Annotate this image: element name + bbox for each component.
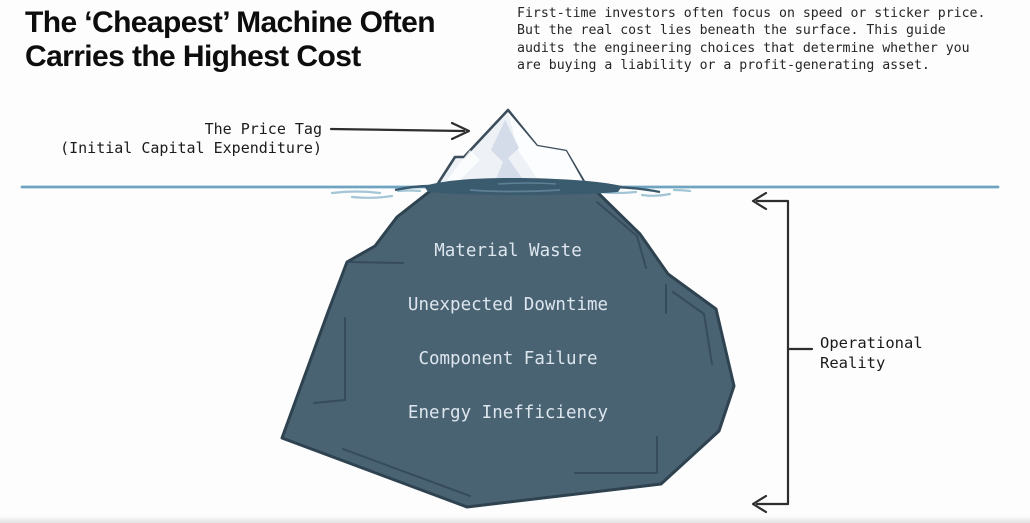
iceberg-tip-facets	[444, 112, 584, 184]
intro-paragraph: First-time investors often focus on spee…	[517, 5, 1017, 74]
operational-reality-line1: Operational	[820, 334, 923, 352]
page-title-line1: The ‘Cheapest’ Machine Often	[25, 6, 436, 39]
hidden-cost-energy-inefficiency: Energy Inefficiency	[407, 403, 609, 423]
intro-line: But the real cost lies beneath the surfa…	[517, 23, 946, 39]
intro-line: audits the engineering choices that dete…	[517, 40, 970, 56]
operational-reality-line2: Reality	[820, 354, 886, 372]
hidden-cost-unexpected-downtime: Unexpected Downtime	[407, 295, 609, 315]
page-title: The ‘Cheapest’ Machine Often Carries the…	[25, 6, 505, 74]
intro-line: are buying a liability or a profit-gener…	[517, 57, 930, 73]
iceberg-underwater-shape	[280, 186, 736, 509]
intro-line: First-time investors often focus on spee…	[517, 6, 986, 21]
ripples-left	[330, 189, 422, 199]
water-band	[394, 178, 661, 195]
hidden-cost-material-waste: Material Waste	[434, 241, 582, 261]
facet-lines	[313, 201, 713, 497]
bottom-shadow	[0, 516, 1030, 523]
price-tag-label: The Price Tag (Initial Capital Expenditu…	[40, 120, 322, 158]
price-tag-label-line2: (Initial Capital Expenditure)	[60, 139, 322, 157]
operational-reality-label: Operational Reality	[820, 333, 923, 373]
price-tag-label-line1: The Price Tag	[204, 120, 322, 138]
price-tag-arrow	[329, 121, 471, 141]
operational-bracket	[751, 191, 814, 514]
hidden-cost-component-failure: Component Failure	[418, 349, 598, 369]
page-title-line2: Carries the Highest Cost	[25, 40, 361, 73]
